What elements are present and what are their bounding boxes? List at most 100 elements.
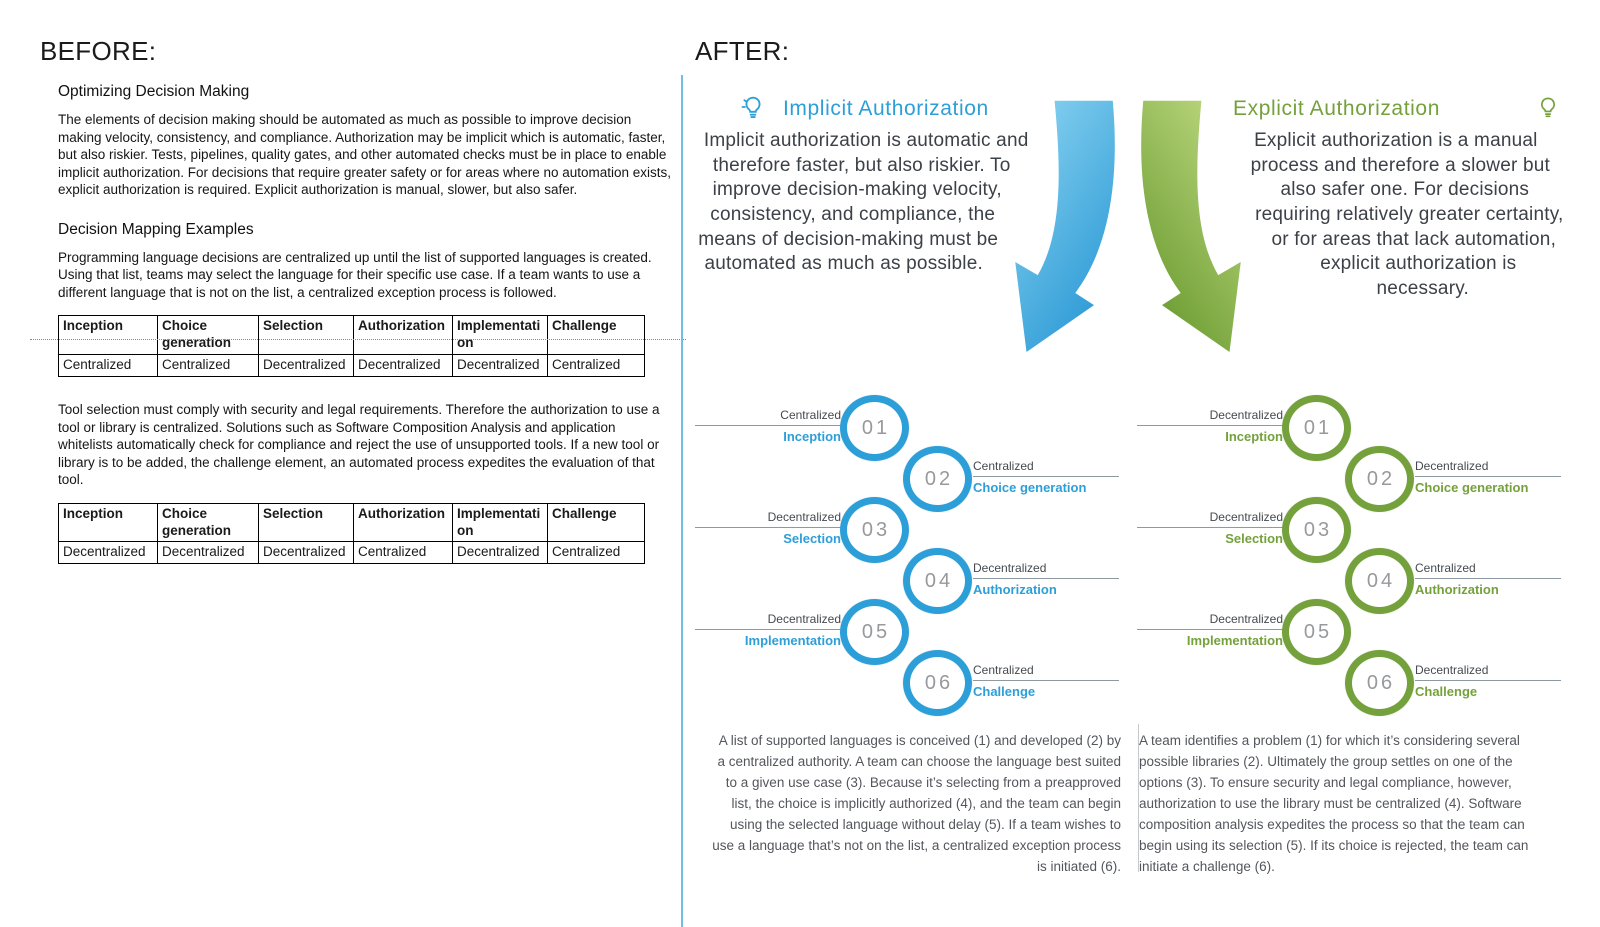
lightbulb-icon (739, 93, 767, 126)
table-cell: Decentralized (452, 541, 548, 565)
timeline-step-circle: 05 (1282, 599, 1351, 665)
timeline-item: Centralized Authorization 04 (1137, 548, 1565, 614)
lightbulb-icon (1535, 94, 1561, 125)
vertical-divider (681, 75, 683, 927)
timeline-governance-label: Decentralized (695, 612, 841, 630)
curved-arrow-down-right-icon (1141, 100, 1241, 352)
timeline-step-circle: 06 (903, 650, 972, 716)
table-cell: Decentralized (452, 354, 548, 377)
timeline-step-circle: 01 (840, 395, 909, 461)
table-cell: Centralized (157, 354, 259, 377)
curved-arrow-down-left-icon (1015, 100, 1115, 352)
paragraph-tool-selection: Tool selection must comply with security… (58, 402, 660, 488)
timeline-item: Decentralized Implementation 05 (1137, 599, 1565, 665)
implicit-intro-text: Implicit authorization is automatic and … (698, 130, 1029, 275)
timeline-item: Decentralized Choice generation 02 (1137, 446, 1565, 512)
timeline-stage-label: Selection (783, 531, 841, 546)
table-cell: Decentralized (58, 541, 158, 565)
table-header-cell: Inception (58, 315, 158, 356)
table-cell: Centralized (547, 541, 645, 565)
table-header-cell: Authorization (353, 315, 453, 356)
paragraph-mapping: Programming language decisions are centr… (58, 249, 652, 300)
timeline-stage-label: Inception (1225, 429, 1283, 444)
summary-divider-line (1138, 724, 1139, 872)
timeline-governance-label: Centralized (1415, 561, 1561, 579)
timeline-item: Decentralized Selection 03 (695, 497, 1127, 563)
implicit-summary: A list of supported languages is conceiv… (712, 733, 1121, 874)
after-section: AFTER: Implicit Authorization (695, 36, 1580, 891)
timeline-governance-label: Decentralized (1137, 612, 1283, 630)
paragraph-optimizing: The elements of decision making should b… (58, 112, 672, 198)
timeline-step-circle: 03 (1282, 497, 1351, 563)
timeline-item: Centralized Choice generation 02 (695, 446, 1127, 512)
timeline-governance-label: Centralized (973, 663, 1119, 681)
decision-table-1: Inception Choice generation Selection Au… (58, 315, 645, 377)
timeline-step-circle: 01 (1282, 395, 1351, 461)
page-break-dotted-line (30, 339, 686, 340)
implicit-column: Implicit Authorization (695, 93, 1127, 891)
green-arrow-container (1137, 100, 1305, 369)
before-heading: BEFORE: (40, 36, 157, 66)
explicit-intro-text: Explicit authorization is a manual proce… (1250, 130, 1564, 300)
timeline-item: Centralized Inception 01 (695, 395, 1127, 461)
timeline-stage-label: Challenge (1415, 684, 1478, 699)
timeline-stage-label: Authorization (973, 582, 1057, 597)
table-header-cell: Selection (258, 502, 354, 543)
timeline-step-circle: 05 (840, 599, 909, 665)
timeline-stage-label: Inception (783, 429, 841, 444)
timeline-item: Decentralized Challenge 06 (1137, 650, 1565, 716)
timeline-stage-label: Choice generation (973, 480, 1087, 495)
timeline-governance-label: Centralized (695, 408, 841, 426)
timeline-item: Centralized Challenge 06 (695, 650, 1127, 716)
timeline-item: Decentralized Implementation 05 (695, 599, 1127, 665)
section-title-mapping: Decision Mapping Examples (58, 220, 254, 238)
timeline-governance-label: Centralized (973, 459, 1119, 477)
table-cell: Decentralized (157, 541, 259, 565)
table-header-row: Inception Choice generation Selection Au… (58, 315, 645, 356)
explicit-column: Explicit Authorization (1137, 93, 1565, 891)
table-header-cell: Authorization (353, 502, 453, 543)
table-row: Centralized Centralized Decentralized De… (58, 354, 645, 377)
section-title-optimizing: Optimizing Decision Making (58, 83, 250, 100)
timeline-item: Decentralized Authorization 04 (695, 548, 1127, 614)
table-row: Decentralized Decentralized Decentralize… (58, 541, 645, 565)
decision-table-2: Inception Choice generation Selection Au… (58, 502, 645, 565)
timeline-governance-label: Decentralized (1137, 408, 1283, 426)
table-header-cell: Challenge (547, 315, 645, 356)
table-cell: Decentralized (353, 354, 453, 377)
table-cell: Centralized (353, 541, 453, 565)
table-cell: Decentralized (258, 354, 354, 377)
timeline-step-circle: 02 (1345, 446, 1414, 512)
table-header-cell: Implementation (452, 315, 548, 356)
table-header-cell: Choice generation (157, 315, 259, 356)
blue-arrow-container (959, 100, 1127, 369)
implicit-intro: Implicit authorization is automatic and … (695, 100, 1127, 387)
timeline-stage-label: Choice generation (1415, 480, 1529, 495)
timeline-step-circle: 03 (840, 497, 909, 563)
timeline-governance-label: Decentralized (695, 510, 841, 528)
table-cell: Centralized (547, 354, 645, 377)
table-cell: Decentralized (258, 541, 354, 565)
table-header-cell: Inception (58, 502, 158, 543)
timeline-step-circle: 02 (903, 446, 972, 512)
timeline-governance-label: Decentralized (1415, 663, 1561, 681)
timeline-step-circle: 06 (1345, 650, 1414, 716)
timeline-stage-label: Implementation (744, 633, 841, 648)
explicit-summary: A team identifies a problem (1) for whic… (1139, 733, 1529, 874)
timeline-governance-label: Decentralized (1137, 510, 1283, 528)
timeline-governance-label: Decentralized (973, 561, 1119, 579)
table-header-cell: Implementation (452, 502, 548, 543)
before-section: BEFORE: Optimizing Decision Making The e… (30, 36, 686, 588)
timeline-stage-label: Selection (1225, 531, 1283, 546)
implicit-header: Implicit Authorization (695, 93, 1127, 125)
implicit-title: Implicit Authorization (783, 97, 989, 120)
after-heading: AFTER: (695, 36, 790, 66)
explicit-header: Explicit Authorization (1137, 93, 1565, 125)
timeline-item: Decentralized Inception 01 (1137, 395, 1565, 461)
timeline-step-circle: 04 (1345, 548, 1414, 614)
timeline-stage-label: Authorization (1415, 582, 1499, 597)
table-cell: Centralized (58, 354, 158, 377)
timeline-step-circle: 04 (903, 548, 972, 614)
timeline-stage-label: Challenge (973, 684, 1036, 699)
